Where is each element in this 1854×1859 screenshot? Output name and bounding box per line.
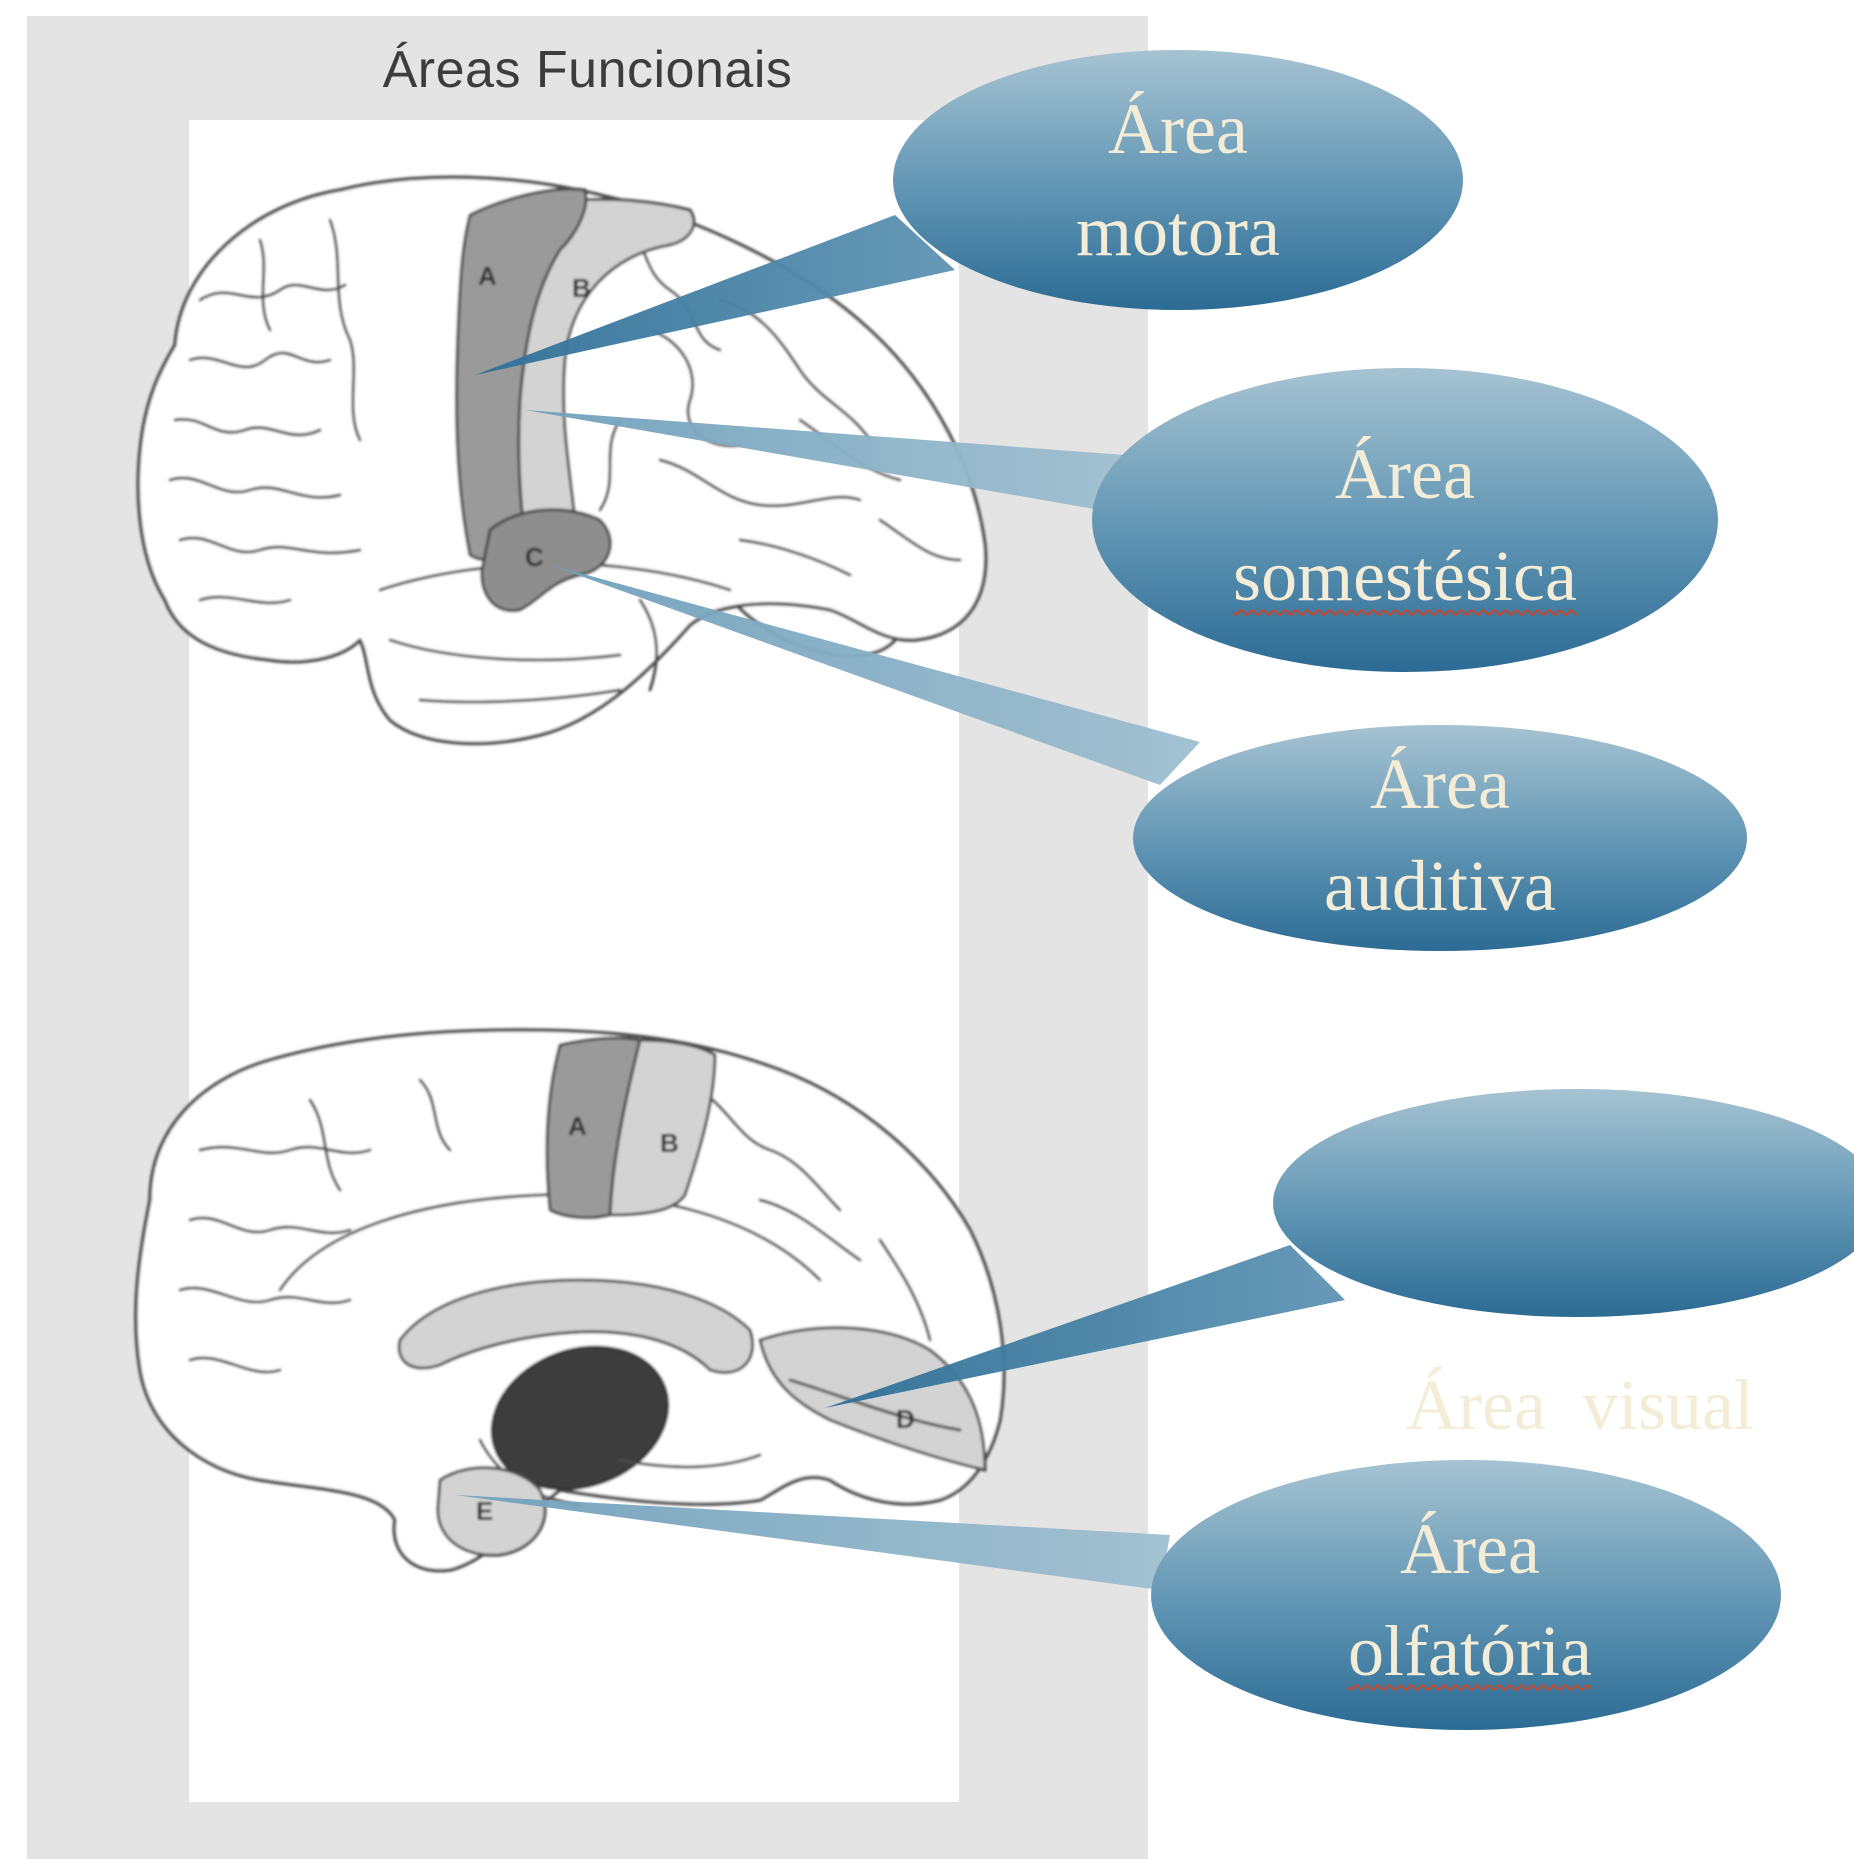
callout-label-motora-line1: Área bbox=[993, 78, 1363, 180]
callout-tail-olfatoria bbox=[455, 1495, 1170, 1590]
region-label-b-lateral: B bbox=[572, 273, 591, 303]
callout-label-motora-line2: motora bbox=[993, 180, 1363, 282]
region-label-a-lateral: A bbox=[478, 261, 497, 291]
callout-label-somestesica-line1: Área bbox=[1200, 423, 1610, 525]
region-label-c-lateral: C bbox=[525, 542, 544, 572]
callout-label-somestesica-word: somestésica bbox=[1233, 536, 1577, 616]
callout-label-auditiva-line1: Área bbox=[1240, 733, 1640, 835]
callout-label-somestesica: Área somestésica bbox=[1200, 423, 1610, 627]
region-label-d-medial: D bbox=[896, 1404, 915, 1434]
callout-label-olfatoria-line1: Área bbox=[1270, 1498, 1670, 1600]
callout-label-olfatoria: Área olfatória bbox=[1270, 1498, 1670, 1702]
callout-label-somestesica-line2: somestésica bbox=[1200, 525, 1610, 627]
region-label-e-medial: E bbox=[476, 1496, 493, 1526]
region-label-a-medial: A bbox=[568, 1111, 587, 1141]
callout-label-olfatoria-line2-wrap: olfatória bbox=[1270, 1600, 1670, 1702]
callout-label-motora: Área motora bbox=[993, 78, 1363, 282]
callout-label-auditiva: Área auditiva bbox=[1240, 733, 1640, 937]
medial-brain: A B D E bbox=[136, 1030, 1004, 1571]
region-label-b-medial: B bbox=[660, 1128, 679, 1158]
callout-label-auditiva-line2: auditiva bbox=[1240, 835, 1640, 937]
callout-label-visual-line1: Área visual bbox=[1350, 1354, 1810, 1456]
callout-label-visual: Área visual bbox=[1350, 1150, 1810, 1558]
callout-label-olfatoria-line2: olfatória bbox=[1348, 1611, 1592, 1691]
